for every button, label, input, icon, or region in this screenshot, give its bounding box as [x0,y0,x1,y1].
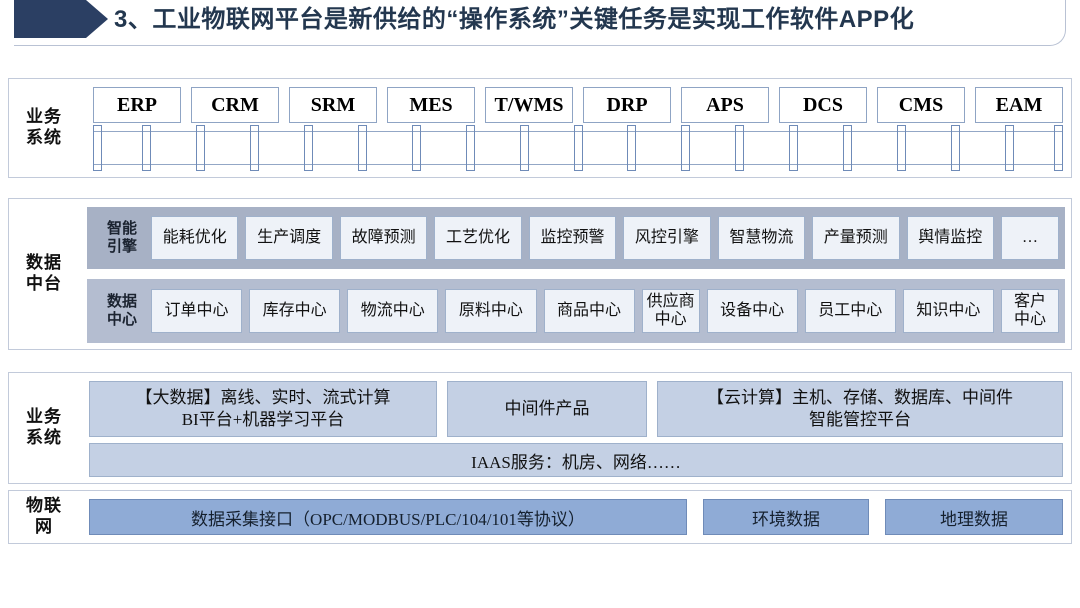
section-label-line1: 物联 [26,496,62,516]
section-label-line2: 系统 [26,128,62,147]
intelligent-engine-item[interactable]: 工艺优化 [434,216,522,260]
section-data-platform: 数据 中台 智能 引擎 能耗优化生产调度故障预测工艺优化监控预警风控引擎智慧物流… [8,198,1072,350]
intelligent-engine-item[interactable]: 舆情监控 [906,216,994,260]
bus-tick-mark [196,125,206,171]
engine-tag-line2: 引擎 [106,238,137,255]
bus-tick-mark [681,125,691,171]
platform-cloud-box: 【云计算】主机、存储、数据库、中间件 智能管控平台 [657,381,1063,437]
header-shell: 3、工业物联网平台是新供给的“操作系统”关键任务是实现工作软件APP化 [14,0,1066,46]
bus-tick-mark [735,125,745,171]
section-label-line1: 数据 [26,253,62,273]
business-systems-body: ERP CRM SRM MES T/WMS DRP APS DCS CMS EAM [79,79,1071,177]
business-system-chip[interactable]: EAM [975,87,1063,123]
header-accent-block [14,0,86,38]
bus-tick-mark [93,125,102,171]
section-label-platform: 业务 系统 [9,373,79,483]
data-center-item[interactable]: 客户 中心 [1001,289,1059,333]
data-center-item[interactable]: 员工中心 [804,289,896,333]
intelligent-engine-band: 智能 引擎 能耗优化生产调度故障预测工艺优化监控预警风控引擎智慧物流产量预测舆情… [87,207,1065,269]
bus-tick-mark [627,125,637,171]
bus-tick-mark [519,125,529,171]
bus-tick-mark [789,125,799,171]
business-system-chip[interactable]: CRM [191,87,279,123]
intelligent-engine-item-list: 能耗优化生产调度故障预测工艺优化监控预警风控引擎智慧物流产量预测舆情监控… [151,216,1059,260]
header-arrow-icon [86,0,108,38]
business-system-chip[interactable]: T/WMS [485,87,573,123]
slide-header: 3、工业物联网平台是新供给的“操作系统”关键任务是实现工作软件APP化 [0,0,1080,48]
business-system-chip-list: ERP CRM SRM MES T/WMS DRP APS DCS CMS EAM [93,87,1063,123]
platform-middleware-box: 中间件产品 [447,381,647,437]
section-iot: 物联 网 数据采集接口（OPC/MODBUS/PLC/104/101等协议） 环… [8,490,1072,544]
business-system-chip[interactable]: CMS [877,87,965,123]
business-system-chip[interactable]: ERP [93,87,181,123]
intelligent-engine-item[interactable]: 生产调度 [245,216,333,260]
section-label-iot: 物联 网 [9,491,79,543]
bus-tick-mark [411,125,421,171]
bus-tick-mark [142,125,152,171]
iot-body: 数据采集接口（OPC/MODBUS/PLC/104/101等协议） 环境数据 地… [79,491,1071,543]
business-system-chip[interactable]: MES [387,87,475,123]
intelligent-engine-item[interactable]: 智慧物流 [717,216,806,260]
intelligent-engine-item[interactable]: 故障预测 [339,216,428,260]
datacenter-tag-line2: 中心 [106,311,137,328]
intelligent-engine-item[interactable]: 风控引擎 [623,216,711,260]
business-system-chip[interactable]: DCS [779,87,867,123]
platform-iaas-box: IAAS服务：机房、网络…… [89,443,1063,477]
bus-tick-mark [357,125,367,171]
platform-box-row: 【大数据】离线、实时、流式计算 BI平台+机器学习平台 中间件产品 【云计算】主… [89,381,1063,437]
data-center-item[interactable]: 订单中心 [151,289,243,333]
data-center-item[interactable]: 供应商 中心 [641,289,700,333]
business-system-chip[interactable]: DRP [583,87,671,123]
bus-tick-mark [250,125,260,171]
data-center-item[interactable]: 库存中心 [249,289,341,333]
page-title: 3、工业物联网平台是新供给的“操作系统”关键任务是实现工作软件APP化 [114,6,915,33]
data-center-tag: 数据 中心 [93,293,151,329]
bus-tick-mark [842,125,852,171]
bus-tick-mark [304,125,314,171]
bus-tick-mark [573,125,583,171]
intelligent-engine-item[interactable]: 产量预测 [812,216,900,260]
bus-tick-mark [1054,125,1063,171]
datacenter-tag-line1: 数据 [106,293,137,310]
section-label-line1: 业务 [26,107,62,127]
data-center-item[interactable]: 原料中心 [445,289,537,333]
data-center-item[interactable]: 物流中心 [347,289,439,333]
iot-geography-data-box: 地理数据 [885,499,1063,535]
business-bus-bar [93,131,1063,165]
data-platform-body: 智能 引擎 能耗优化生产调度故障预测工艺优化监控预警风控引擎智慧物流产量预测舆情… [79,199,1071,349]
bus-tick-mark [896,125,906,171]
section-business-systems: 业务 系统 ERP CRM SRM MES T/WMS DRP APS DCS CMS EAM [8,78,1072,178]
data-center-item[interactable]: 知识中心 [902,289,994,333]
iot-box-row: 数据采集接口（OPC/MODBUS/PLC/104/101等协议） 环境数据 地… [89,499,1063,535]
platform-bigdata-box: 【大数据】离线、实时、流式计算 BI平台+机器学习平台 [89,381,437,437]
iot-data-collection-box: 数据采集接口（OPC/MODBUS/PLC/104/101等协议） [89,499,687,535]
engine-tag-line1: 智能 [106,220,137,237]
intelligent-engine-item[interactable]: … [1000,216,1059,260]
bus-tick-mark [465,125,475,171]
section-label-line2: 中台 [26,274,62,293]
business-system-chip[interactable]: APS [681,87,769,123]
bus-tick-mark [1004,125,1014,171]
bus-tick-mark [950,125,960,171]
section-label-line2: 网 [35,517,53,536]
platform-body: 【大数据】离线、实时、流式计算 BI平台+机器学习平台 中间件产品 【云计算】主… [79,373,1071,483]
data-center-band: 数据 中心 订单中心库存中心物流中心原料中心商品中心供应商 中心设备中心员工中心… [87,279,1065,343]
iot-environment-data-box: 环境数据 [703,499,869,535]
section-platform: 业务 系统 【大数据】离线、实时、流式计算 BI平台+机器学习平台 中间件产品 … [8,372,1072,484]
intelligent-engine-item[interactable]: 监控预警 [528,216,617,260]
section-label-line2: 系统 [26,428,62,447]
business-bus-tick-marks [93,125,1063,171]
data-center-item[interactable]: 商品中心 [543,289,635,333]
data-center-item-list: 订单中心库存中心物流中心原料中心商品中心供应商 中心设备中心员工中心知识中心客户… [151,289,1059,333]
data-center-item[interactable]: 设备中心 [706,289,798,333]
business-system-chip[interactable]: SRM [289,87,377,123]
section-label-data-platform: 数据 中台 [9,199,79,349]
section-label-line1: 业务 [26,407,62,427]
section-label-business-systems: 业务 系统 [9,79,79,177]
intelligent-engine-tag: 智能 引擎 [93,220,151,256]
intelligent-engine-item[interactable]: 能耗优化 [151,216,239,260]
